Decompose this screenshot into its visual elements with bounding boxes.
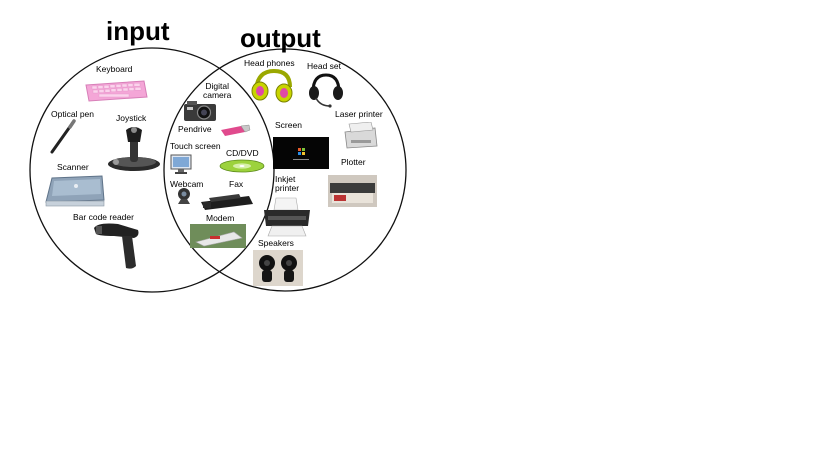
digital-camera-label-line2: camera xyxy=(203,89,232,100)
laser-printer-image xyxy=(343,122,379,150)
fax-label: Fax xyxy=(229,179,244,189)
optical-pen-image xyxy=(48,118,78,156)
input-title: input xyxy=(106,16,170,46)
modem-image xyxy=(190,224,246,248)
joystick-label: Joystick xyxy=(116,113,147,123)
screen-label: Screen xyxy=(275,120,302,130)
joystick-image xyxy=(106,124,162,172)
fax-image xyxy=(199,190,255,212)
pendrive-image xyxy=(219,124,251,138)
cd-dvd-image xyxy=(219,159,265,173)
touch-screen-label: Touch screen xyxy=(170,141,221,151)
plotter-label: Plotter xyxy=(341,157,366,167)
keyboard-label: Keyboard xyxy=(96,64,133,74)
digital-camera-label: Digital camera xyxy=(203,82,231,100)
modem-label: Modem xyxy=(206,213,235,223)
head-phones-image xyxy=(250,69,294,103)
inkjet-printer-label: Inkjet printer xyxy=(275,175,299,193)
inkjet-printer-image xyxy=(262,196,312,238)
inkjet-printer-label-line1: Inkjet xyxy=(275,174,296,184)
speakers-image xyxy=(253,250,303,286)
pendrive-label: Pendrive xyxy=(178,124,212,134)
input-circle xyxy=(29,47,275,293)
head-phones-label: Head phones xyxy=(244,58,295,68)
touch-screen-image xyxy=(170,154,192,174)
laser-printer-label: Laser printer xyxy=(335,109,383,119)
scanner-image xyxy=(44,174,106,208)
head-set-label: Head set xyxy=(307,61,342,71)
screen-image xyxy=(273,137,329,169)
plotter-image xyxy=(328,175,377,207)
bar-code-reader-image xyxy=(92,222,142,270)
bar-code-reader-label: Bar code reader xyxy=(73,212,134,222)
webcam-label: Webcam xyxy=(170,179,204,189)
keyboard-image xyxy=(84,77,148,103)
cd-dvd-label: CD/DVD xyxy=(226,148,259,158)
webcam-image xyxy=(174,187,194,205)
speakers-label: Speakers xyxy=(258,238,294,248)
output-title: output xyxy=(240,23,321,53)
optical-pen-label: Optical pen xyxy=(51,109,94,119)
inkjet-printer-label-line2: printer xyxy=(275,182,300,193)
head-set-image xyxy=(308,72,344,108)
output-circle xyxy=(163,48,407,292)
digital-camera-image xyxy=(183,100,217,122)
scanner-label: Scanner xyxy=(57,162,89,172)
digital-camera-label-line1: Digital xyxy=(205,81,229,91)
